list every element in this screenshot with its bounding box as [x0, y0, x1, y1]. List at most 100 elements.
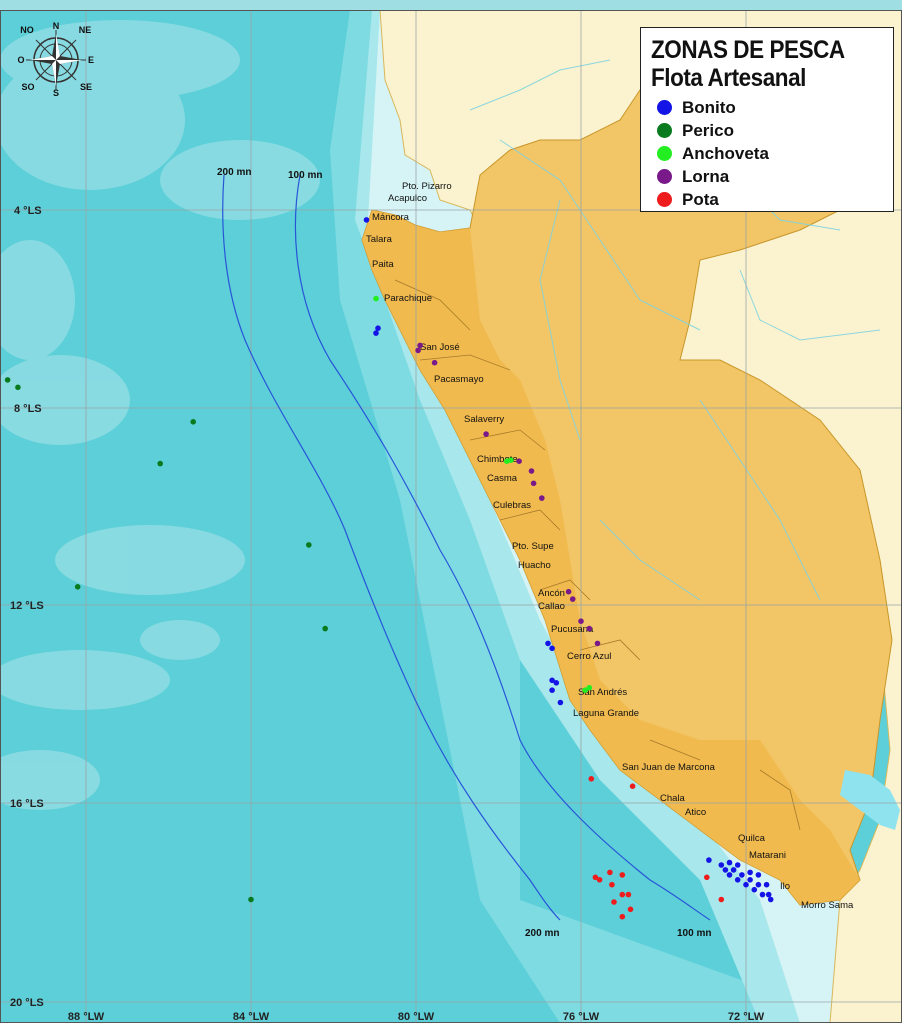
catch-point-perico [157, 460, 163, 467]
legend: ZONAS DE PESCA Flota Artesanal Bonito Pe… [640, 27, 894, 212]
catch-point-bonito [726, 859, 733, 866]
catch-point-pota [619, 891, 626, 898]
legend-item-perico: Perico [651, 119, 883, 142]
line-100mn [294, 174, 711, 921]
catch-point-anchoveta [586, 684, 593, 691]
port-label: Chimbote [477, 454, 518, 465]
port-label: Laguna Grande [573, 708, 639, 719]
port-label: Morro Sama [801, 900, 854, 911]
lat-label: 4 °LS [14, 205, 42, 217]
port-label: Pto. Pizarro [402, 181, 452, 192]
catch-point-perico [322, 625, 329, 632]
catch-point-bonito [743, 881, 749, 888]
catch-point-pota [592, 874, 599, 881]
catch-point-bonito [759, 891, 766, 898]
port-label: Parachique [384, 293, 432, 304]
catch-point-bonito [747, 877, 753, 883]
catch-point-lorna [483, 431, 489, 437]
catch-point-bonito [751, 886, 758, 893]
catch-point-perico [4, 377, 11, 383]
lat-label: 8 °LS [14, 403, 42, 415]
catch-point-pota [718, 896, 725, 903]
port-label: Pto. Supe [512, 541, 554, 552]
line-200mn [222, 174, 561, 921]
port-label: Callao [538, 601, 565, 612]
catch-point-bonito [722, 867, 729, 873]
catch-point-bonito [765, 891, 772, 898]
lat-label: 12 °LS [10, 600, 44, 612]
catch-point-bonito [545, 640, 551, 647]
legend-subtitle: Flota Artesanal [651, 64, 806, 92]
catch-point-lorna [539, 495, 545, 501]
catch-point-anchoveta [582, 687, 588, 693]
compass-o: O [17, 55, 24, 65]
legend-label: Bonito [682, 97, 736, 117]
lon-labels: 88 °LW 84 °LW 80 °LW 76 °LW 72 °LW [68, 1011, 765, 1023]
catch-point-pota [627, 906, 634, 913]
catch-point-bonito [549, 687, 555, 693]
legend-item-lorna: Lorna [651, 165, 883, 188]
catch-point-lorna [565, 588, 572, 595]
catch-point-bonito [730, 867, 737, 873]
lon-label: 80 °LW [398, 1011, 435, 1023]
compass-s: S [53, 88, 59, 98]
lat-label: 16 °LS [10, 798, 44, 810]
catch-point-perico [15, 384, 21, 391]
port-label: Pacasmayo [434, 374, 484, 385]
catch-point-bonito [706, 857, 712, 863]
catch-point-pota [611, 899, 617, 905]
port-label: Matarani [749, 850, 786, 861]
catch-point-pota [619, 913, 626, 920]
label-200mn-top: 200 mn [217, 167, 251, 178]
catch-point-pota [625, 891, 632, 898]
catch-point-anchoveta [373, 295, 379, 302]
catch-point-lorna [417, 342, 423, 349]
catch-point-lorna [415, 347, 421, 354]
catch-point-bonito [763, 881, 770, 888]
port-label: Cerro Azul [567, 651, 611, 662]
lat-label: 20 °LS [10, 997, 44, 1009]
catch-point-lorna [431, 359, 438, 366]
legend-item-pota: Pota [651, 188, 883, 211]
catch-point-bonito [755, 872, 762, 878]
lon-label: 88 °LW [68, 1011, 105, 1023]
port-labels: Pto. Pizarro Acapulco Máncora Talara Pai… [366, 181, 854, 911]
catch-point-bonito [718, 862, 725, 868]
catch-point-bonito [375, 325, 381, 332]
port-label: Chala [660, 793, 686, 804]
port-label: Quilca [738, 833, 766, 844]
port-label: Ancón [538, 588, 565, 599]
catch-point-lorna [594, 640, 601, 647]
catch-point-pota [607, 869, 613, 876]
label-200mn-bottom: 200 mn [525, 928, 559, 939]
port-label: Culebras [493, 500, 531, 511]
catch-point-bonito [373, 330, 379, 336]
graticule [0, 10, 902, 1023]
port-label: Talara [366, 234, 393, 245]
legend-dot [657, 192, 672, 207]
catch-point-perico [190, 419, 196, 425]
port-label: San Juan de Marcona [622, 762, 716, 773]
catch-point-lorna [530, 480, 537, 487]
catch-point-bonito [739, 872, 745, 878]
port-label: San José [420, 342, 460, 353]
port-label: San Andrés [578, 687, 627, 698]
catch-point-bonito [767, 896, 774, 903]
port-label: Pucusana [551, 624, 594, 635]
port-label: Máncora [372, 212, 410, 223]
port-label: Ilo [780, 881, 790, 892]
port-label: Salaverry [464, 414, 504, 425]
catch-point-lorna [569, 596, 576, 602]
port-label: Huacho [518, 560, 551, 571]
legend-dot [657, 100, 672, 115]
lake-titicaca [840, 770, 900, 830]
catch-point-bonito [755, 881, 762, 888]
catch-point-perico [248, 896, 254, 903]
compass-se: SE [80, 82, 92, 92]
label-100mn-top: 100 mn [288, 170, 322, 181]
catch-point-lorna [586, 625, 593, 632]
legend-title: ZONAS DE PESCA [651, 36, 845, 64]
region-boundaries [394, 279, 801, 831]
catch-point-pota [609, 881, 615, 888]
catch-point-bonito [747, 869, 753, 876]
